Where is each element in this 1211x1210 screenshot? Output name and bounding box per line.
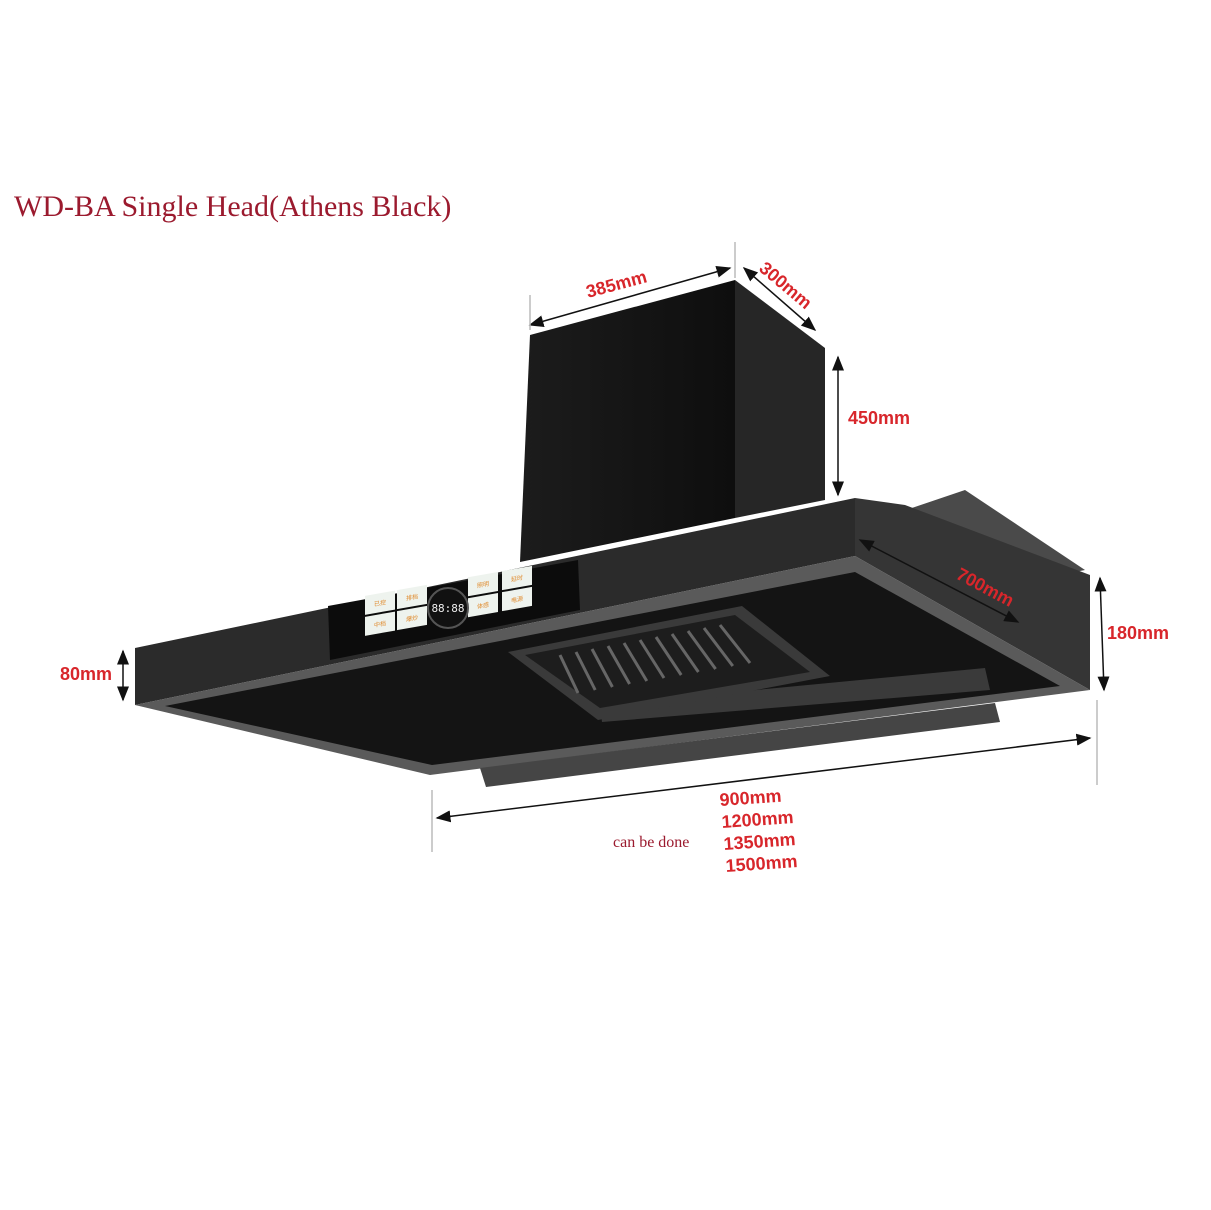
filter-rib <box>718 624 752 664</box>
display-ring <box>427 587 469 629</box>
length-option-1500: 1500mm <box>725 851 798 876</box>
panel-button[interactable]: 延时 <box>502 565 532 591</box>
filter-rib <box>574 651 597 691</box>
panel-button[interactable]: 爆炒 <box>397 605 427 631</box>
panel-button-label: 中档 <box>374 619 386 629</box>
filter-rib <box>622 642 649 682</box>
filter-rib <box>702 627 734 667</box>
hood-height-label: 180mm <box>1107 623 1169 643</box>
filter-rib <box>558 654 580 694</box>
panel-button-label: 照明 <box>477 581 489 590</box>
panel-button[interactable]: 体感 <box>468 593 498 618</box>
chimney-width-label: 385mm <box>584 266 649 301</box>
panel-button-label: 爆炒 <box>406 613 418 623</box>
filter-rib <box>590 648 614 688</box>
chimney <box>520 280 825 562</box>
dimension-lines <box>117 242 1110 852</box>
panel-button[interactable]: 照明 <box>468 572 498 597</box>
panel-display: 88:88 <box>431 602 464 615</box>
panel-button-label: 电源 <box>511 595 523 605</box>
grease-filter <box>508 606 830 720</box>
filter-rib <box>606 645 631 685</box>
length-option-1200: 1200mm <box>721 807 794 832</box>
front-edge-height-label: 80mm <box>60 664 112 684</box>
filter-rib <box>638 639 666 679</box>
filter-rib <box>670 633 700 673</box>
panel-button[interactable]: 排档 <box>397 584 427 610</box>
filter-rib <box>654 636 683 676</box>
lengths-note: can be done <box>613 834 689 851</box>
panel-button-label: 已控 <box>374 598 386 608</box>
length-option-900: 900mm <box>719 786 782 810</box>
panel-button-label: 延时 <box>511 574 523 584</box>
product-title: WD-BA Single Head(Athens Black) <box>14 190 452 223</box>
panel-button[interactable]: 中档 <box>365 611 395 636</box>
panel-button[interactable]: 已控 <box>365 590 395 615</box>
chimney-height-label: 450mm <box>848 408 910 428</box>
filter-rib <box>686 630 717 670</box>
panel-button[interactable]: 电源 <box>502 586 532 612</box>
panel-button-label: 排档 <box>406 592 418 602</box>
length-option-1350: 1350mm <box>723 829 796 854</box>
panel-button-label: 体感 <box>477 601 489 611</box>
